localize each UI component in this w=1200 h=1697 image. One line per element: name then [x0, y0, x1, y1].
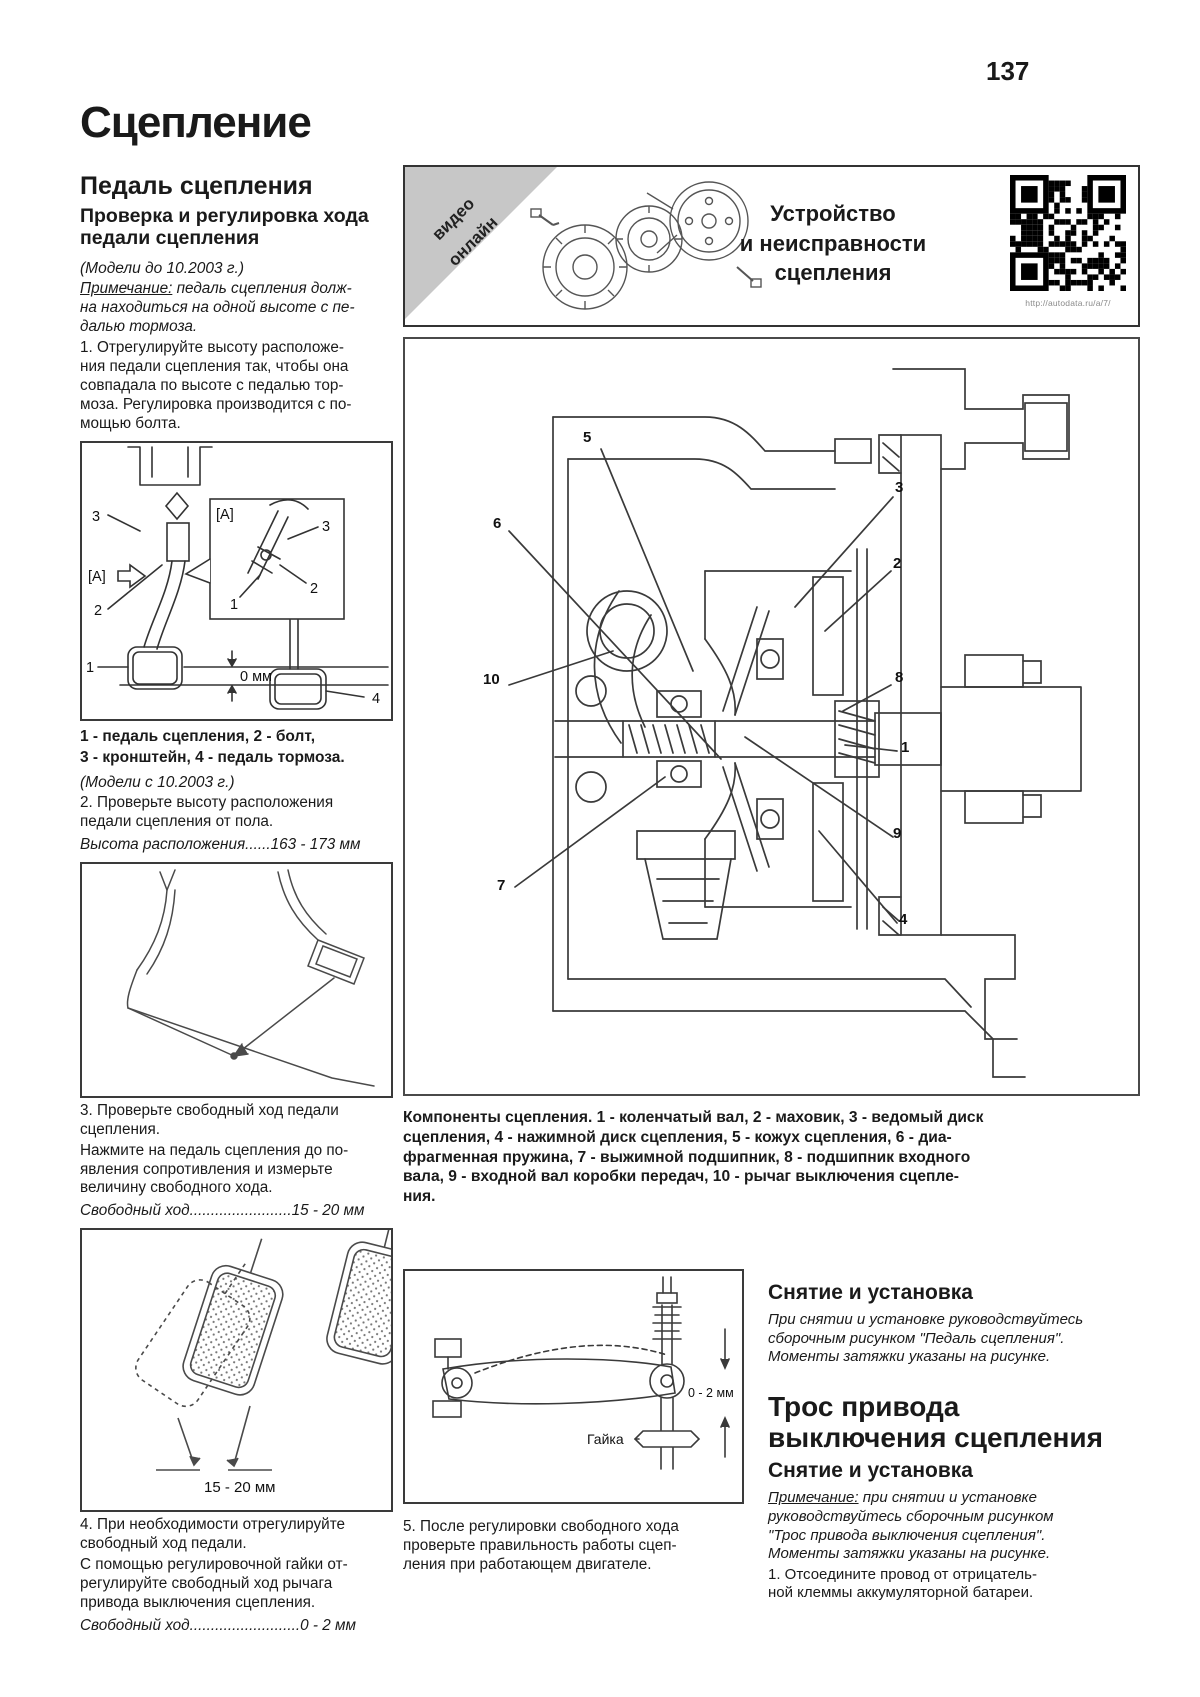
qr-wrap: http://autodata.ru/a/7/ [1008, 175, 1128, 308]
fig1-label-2: 2 [94, 603, 102, 619]
left-column: Сцепление Педаль сцепления Проверка и ре… [80, 98, 419, 1641]
fig3-dimension-label: 15 - 20 мм [204, 1479, 276, 1496]
step-3b-text: Нажмите на педаль сцепления до по- явлен… [80, 1141, 349, 1197]
release-lever-drawing: Гайка 0 - 2 мм [432, 1276, 734, 1470]
removal-heading: Снятие и установка [768, 1280, 973, 1304]
right-region: видео онлайн Устройство и неисправности … [403, 165, 1140, 1605]
figure-pedal-adjustment: 3 [A] 2 1 4 0 мм [A] 3 2 1 [80, 441, 393, 722]
pedal-adjustment-drawing: 3 [A] 2 1 4 0 мм [A] 3 2 1 [86, 446, 389, 711]
cable-step-1-text: 1. Отсоедините провод от отрицатель- ной… [768, 1565, 1037, 1602]
callout-9: 9 [893, 825, 902, 842]
section-heading-clutch-pedal: Педаль сцепления [80, 172, 313, 200]
fig1-label-3: 3 [92, 509, 100, 525]
cable-removal-heading: Снятие и установка [768, 1459, 973, 1483]
fig1-inset-label-A: [A] [216, 507, 234, 523]
removal-text: При снятии и установке руководствуйтесь … [768, 1310, 1084, 1366]
figure-clutch-components: 5 3 2 6 10 8 1 9 7 4 [403, 337, 1140, 1096]
note-text: педаль сцепления долж- на находиться на … [80, 279, 355, 335]
figure-pedal-height [80, 861, 393, 1098]
fig1-label-1: 1 [86, 660, 94, 676]
cable-note: Примечание: при снятии и установке руков… [768, 1489, 1140, 1563]
fig1-label-4: 4 [372, 691, 380, 707]
callout-10: 10 [483, 671, 500, 688]
callout-4: 4 [899, 911, 908, 928]
video-online-banner: видео онлайн Устройство и неисправности … [403, 165, 1140, 327]
note-label: Примечание: [80, 279, 173, 297]
note-text: при снятии и установке руководствуйтесь … [768, 1489, 1054, 1563]
callout-7: 7 [497, 877, 506, 894]
banner-title: Устройство и неисправности сцепления [739, 201, 927, 286]
bottom-left-column: Гайка 0 - 2 мм 5. После регулировки своб… [403, 1268, 744, 1605]
callout-6: 6 [493, 515, 502, 532]
page-title: Сцепление [80, 98, 312, 147]
video-online-corner: видео онлайн [405, 167, 557, 319]
callout-1: 1 [901, 739, 910, 756]
step-2-text: 2. Проверьте высоту расположения педали … [80, 793, 334, 830]
clutch-components-caption: Компоненты сцепления. 1 - коленчатый вал… [403, 1109, 984, 1206]
models-note-since-2003: (Модели с 10.2003 г.) [80, 773, 235, 791]
clutch-cross-section-drawing [508, 368, 1082, 1078]
note-pedal-height: Примечание: педаль сцепления долж- на на… [80, 280, 393, 337]
callout-8: 8 [895, 669, 904, 686]
cable-section-heading: Трос привода выключения сцепления [768, 1390, 1103, 1454]
callout-2: 2 [893, 555, 902, 572]
bottom-right-column: Снятие и установка При снятии и установк… [744, 1269, 1140, 1605]
clutch-parts-illustration [530, 181, 762, 310]
callout-3: 3 [895, 479, 904, 496]
lever-nut-label: Гайка [587, 1431, 624, 1447]
step-4b-text: С помощью регулировочной гайки от- регул… [80, 1556, 348, 1612]
models-note-before-2003: (Модели до 10.2003 г.) [80, 259, 244, 277]
spec-free-play-2: Свободный ход..........................0… [80, 1617, 356, 1635]
fig1-label-A: [A] [88, 569, 106, 585]
qr-url: http://autodata.ru/a/7/ [1025, 298, 1111, 308]
figure-pedal-freeplay: 15 - 20 мм [80, 1224, 419, 1513]
callout-5: 5 [583, 429, 592, 446]
fig1-inset-label-1: 1 [230, 597, 238, 613]
lever-dimension-label: 0 - 2 мм [688, 1386, 734, 1400]
subsection-heading-check-adjust: Проверка и регулировка хода педали сцепл… [80, 205, 369, 250]
page-number: 137 [986, 56, 1030, 86]
figure-1-caption: 1 - педаль сцепления, 2 - болт, 3 - крон… [80, 728, 345, 766]
step-5-text: 5. После регулировки свободного хода про… [403, 1517, 679, 1573]
figure-release-lever: Гайка 0 - 2 мм [403, 1268, 744, 1504]
pedal-height-drawing [126, 868, 375, 1087]
spec-pedal-height: Высота расположения......163 - 173 мм [80, 835, 361, 853]
fig1-label-0mm: 0 мм [240, 669, 272, 685]
pedal-freeplay-drawing: 15 - 20 мм [135, 1224, 419, 1496]
fig1-inset-label-2: 2 [310, 581, 318, 597]
step-4-text: 4. При необходимости отрегулируйте свобо… [80, 1516, 346, 1553]
step-3-text: 3. Проверьте свободный ход педали сцепле… [80, 1101, 339, 1138]
bottom-row: Гайка 0 - 2 мм 5. После регулировки своб… [403, 1268, 1140, 1605]
spec-free-play: Свободный ход........................15 … [80, 1202, 365, 1220]
qr-code [1010, 175, 1126, 291]
fig1-inset-label-3: 3 [322, 519, 330, 535]
note-label: Примечание: [768, 1489, 859, 1507]
step-1-text: 1. Отрегулируйте высоту расположе- ния п… [80, 338, 352, 432]
